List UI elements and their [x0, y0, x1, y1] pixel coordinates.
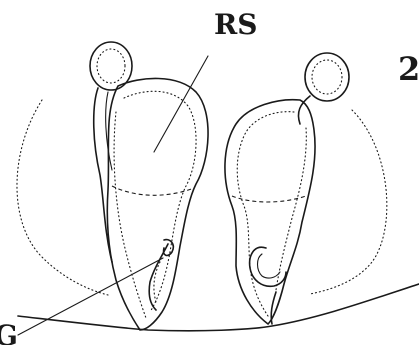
left-inner-contour	[124, 91, 196, 312]
right-inner-contour-2	[276, 128, 306, 290]
rs-label: RS	[214, 8, 258, 41]
right-dotted-arc	[310, 110, 387, 294]
right-curled-sclerite	[250, 247, 286, 286]
rs-pointer-line	[154, 56, 208, 152]
right-sclerite-stem	[271, 292, 276, 324]
right-curled-sclerite-inner	[258, 254, 281, 278]
right-body-outline	[225, 100, 315, 324]
baseline-curve	[18, 284, 419, 331]
left-gonopore-hook-tip	[164, 240, 174, 256]
figure-number: 2	[398, 50, 419, 88]
g-label: G	[0, 319, 18, 345]
left-dashed-division	[112, 186, 194, 195]
left-gonopore-hook	[149, 244, 168, 310]
g-pointer-line	[18, 258, 163, 335]
right-dashed-division	[232, 196, 306, 202]
right-receptaculum	[225, 53, 349, 324]
